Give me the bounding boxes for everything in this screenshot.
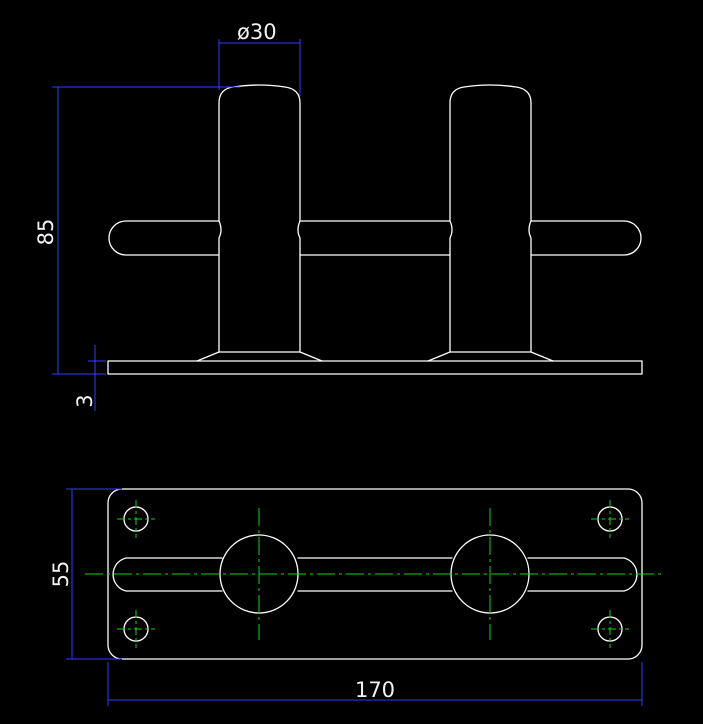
dimension-length-label: 170 (355, 678, 395, 702)
front-elevation-view: ø30 85 3 (34, 20, 643, 411)
crossbar-right-end (530, 220, 642, 256)
plan-view: 55 170 (49, 488, 665, 706)
crossbar-left-end (108, 220, 220, 256)
dimension-thickness-label: 3 (73, 394, 97, 407)
crossbar-plan-middle (297, 557, 453, 592)
dimension-diameter: ø30 (218, 20, 301, 96)
center-lines (85, 500, 665, 648)
crossbar-plan-left (112, 557, 223, 592)
dimension-height: 85 (34, 86, 240, 375)
dimension-length: 170 (107, 662, 643, 706)
dimension-diameter-label: ø30 (237, 20, 277, 44)
dimension-width-label: 55 (49, 561, 73, 588)
left-post (218, 84, 301, 353)
base-plate-side (107, 360, 643, 375)
right-post (449, 84, 532, 353)
dimension-height-label: 85 (34, 219, 58, 246)
left-post-fillet (196, 351, 323, 362)
dimension-thickness: 3 (73, 345, 106, 411)
dimension-width: 55 (49, 488, 122, 660)
right-post-fillet (427, 351, 554, 362)
crossbar-middle (299, 220, 451, 256)
